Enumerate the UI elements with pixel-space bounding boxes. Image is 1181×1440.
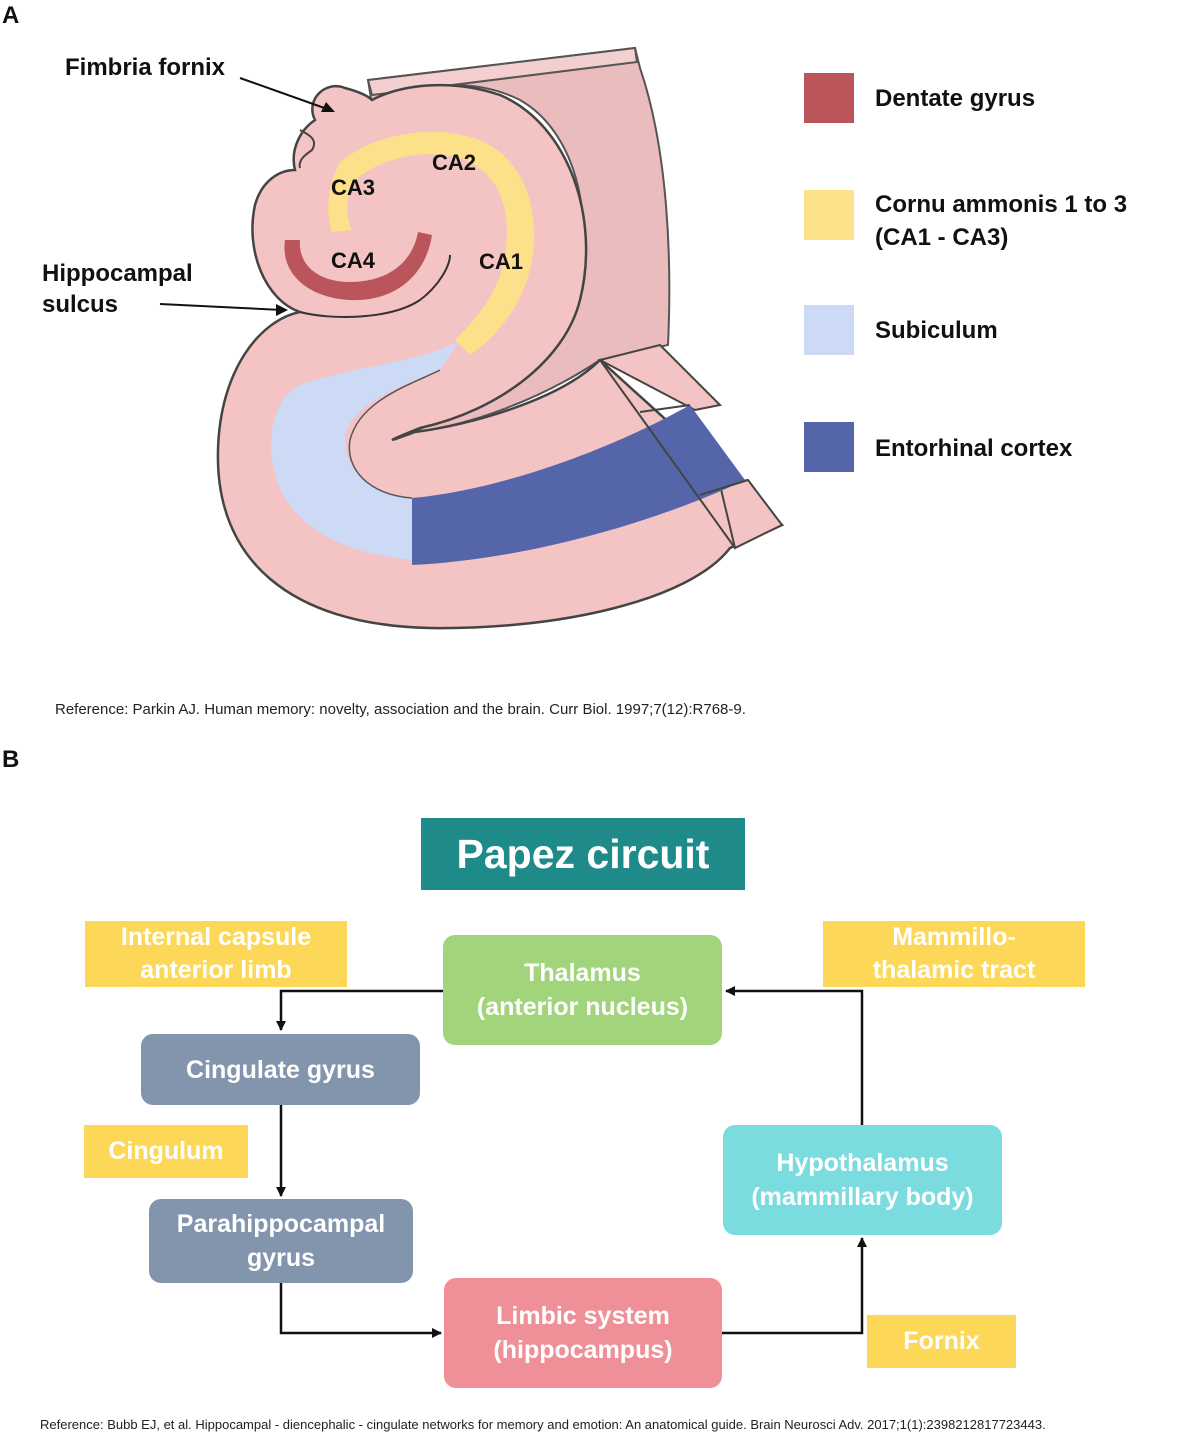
ca4-label: CA4	[331, 248, 376, 273]
tissue-divider-1	[599, 359, 736, 549]
legend-swatch-entorhinal-cortex	[804, 422, 854, 472]
connector-thalamus-to-cingulate	[276, 989, 443, 1031]
tissue-divider-2	[639, 404, 691, 413]
ca3-label: CA3	[331, 175, 376, 200]
fimbria-notch	[298, 129, 316, 169]
node-limbic-line2: (hippocampus)	[493, 1336, 673, 1364]
node-parahippocampal-line1: Parahippocampal	[176, 1210, 386, 1238]
legend-label-subiculum: Subiculum	[875, 317, 998, 344]
node-limbic-system: Limbic system (hippocampus)	[444, 1278, 722, 1388]
hippocampal-sulcus-label: Hippocampal sulcus	[42, 258, 193, 320]
pathway-internal-capsule-line2: anterior limb	[140, 956, 292, 984]
hippocampal-sulcus-label-line2: sulcus	[42, 291, 119, 318]
node-parahippocampal-gyrus: Parahippocampal gyrus	[149, 1199, 413, 1283]
pathway-internal-capsule: Internal capsule anterior limb	[85, 921, 347, 987]
legend-label-cornu-ammonis: Cornu ammonis 1 to 3 (CA1 - CA3)	[875, 188, 1127, 254]
node-limbic-line1: Limbic system	[496, 1302, 670, 1330]
legend-label-cornu-ammonis-line2: (CA1 - CA3)	[875, 224, 1009, 251]
panel-b-letter: B	[2, 746, 20, 773]
dentate-gyrus-region	[284, 232, 432, 301]
ca2-label: CA2	[432, 150, 477, 175]
connector-hypothalamus-to-thalamus	[725, 986, 864, 1125]
node-thalamus-line2: (anterior nucleus)	[476, 993, 689, 1021]
legend-label-dentate-gyrus: Dentate gyrus	[875, 85, 1036, 112]
node-cingulate-gyrus: Cingulate gyrus	[141, 1034, 420, 1105]
papez-circuit-title: Papez circuit	[421, 818, 745, 890]
hippocampus-diagram	[159, 46, 785, 630]
legend-swatch-subiculum	[804, 305, 854, 355]
node-hypothalamus-line2: (mammillary body)	[751, 1183, 974, 1211]
legend-label-entorhinal-cortex: Entorhinal cortex	[875, 435, 1073, 462]
hippocampal-sulcus-arrow	[159, 303, 288, 316]
hippocampal-sulcus-line	[299, 254, 451, 318]
panel-a-reference: Reference: Parkin AJ. Human memory: nove…	[55, 701, 746, 718]
fimbria-fornix-arrow	[239, 77, 335, 112]
pathway-mammillothalamic-tract: Mammillo- thalamic tract	[823, 921, 1085, 987]
node-parahippocampal-line2: gyrus	[246, 1244, 316, 1272]
ventricle-top-edge	[366, 46, 639, 97]
legend-swatch-cornu-ammonis	[804, 190, 854, 240]
pathway-mammillothalamic-line2: thalamic tract	[872, 956, 1036, 984]
connector-limbic-to-hypothalamus	[722, 1237, 867, 1335]
pathway-mammillothalamic-line1: Mammillo-	[892, 923, 1016, 951]
legend-swatch-dentate-gyrus	[804, 73, 854, 123]
pathway-fornix: Fornix	[867, 1315, 1016, 1368]
fimbria-fornix-label: Fimbria fornix	[65, 54, 226, 81]
pathway-cingulum: Cingulum	[84, 1125, 248, 1178]
connector-parahippocampal-to-limbic	[279, 1283, 442, 1338]
tissue-block-right	[597, 343, 723, 412]
node-hypothalamus: Hypothalamus (mammillary body)	[723, 1125, 1002, 1235]
node-thalamus-line1: Thalamus	[524, 959, 641, 987]
node-thalamus: Thalamus (anterior nucleus)	[443, 935, 722, 1045]
panel-a-letter: A	[2, 2, 20, 29]
pathway-internal-capsule-line1: Internal capsule	[120, 923, 312, 951]
inner-fold-line	[348, 369, 441, 499]
node-hypothalamus-line1: Hypothalamus	[776, 1149, 949, 1177]
legend-label-cornu-ammonis-line1: Cornu ammonis 1 to 3	[875, 191, 1128, 218]
tissue-divider-3	[699, 479, 749, 496]
hippocampal-sulcus-label-line1: Hippocampal	[42, 260, 193, 287]
ca1-label: CA1	[479, 249, 524, 274]
panel-b-reference: Reference: Bubb EJ, et al. Hippocampal -…	[40, 1417, 1046, 1432]
